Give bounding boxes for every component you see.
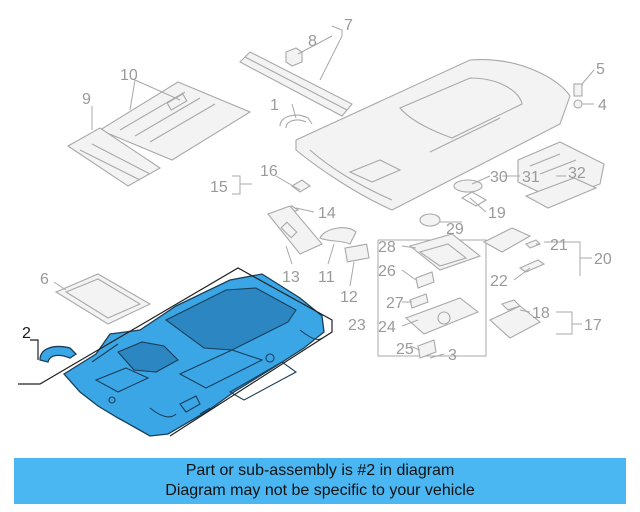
part-11-handle — [319, 227, 357, 245]
part-19-bracket — [460, 191, 488, 207]
part-20-lamp-group — [482, 227, 546, 273]
callout-29: 29 — [446, 221, 464, 238]
callout-1: 1 — [270, 97, 279, 114]
callout-5: 5 — [596, 61, 605, 78]
part-17-lamp — [489, 299, 541, 339]
callout-32: 32 — [568, 165, 586, 182]
leader-lines — [53, 25, 595, 359]
callout-10: 10 — [120, 67, 138, 84]
part-2-headliner — [63, 273, 325, 437]
part-9-pad — [66, 127, 162, 187]
callout-14: 14 — [318, 205, 336, 222]
callout-30: 30 — [490, 169, 508, 186]
part-8-clip — [285, 47, 303, 67]
info-banner: Part or sub-assembly is #2 in diagram Di… — [14, 458, 626, 504]
callout-24: 24 — [378, 319, 396, 336]
callout-9: 9 — [82, 91, 91, 108]
part-2-handle — [39, 345, 78, 363]
part-6-seal — [54, 273, 152, 325]
callout-8: 8 — [308, 33, 317, 50]
callout-31: 31 — [522, 169, 540, 186]
callout-23: 23 — [348, 317, 366, 334]
part-2-frame — [18, 267, 333, 437]
callout-6: 6 — [40, 271, 49, 288]
callout-25: 25 — [396, 341, 414, 358]
callout-18: 18 — [532, 305, 550, 322]
callout-13: 13 — [282, 269, 300, 286]
callout-22: 22 — [490, 273, 508, 290]
callout-16: 16 — [260, 163, 278, 180]
callout-3: 3 — [448, 347, 457, 364]
roof-headliner-outline — [295, 59, 571, 211]
part-2-frame-left — [30, 339, 39, 360]
part-29-clip — [419, 213, 441, 227]
callout-15: 15 — [210, 179, 228, 196]
banner-line-2: Diagram may not be specific to your vehi… — [165, 482, 475, 499]
callout-26: 26 — [378, 263, 396, 280]
parts-diagram: 1 2 3 4 5 6 7 8 9 10 11 12 13 14 15 16 1… — [18, 17, 612, 437]
callout-12: 12 — [340, 289, 358, 306]
callout-2[interactable]: 2 — [22, 325, 31, 342]
callout-7: 7 — [344, 17, 353, 34]
part-13-visor — [267, 205, 323, 255]
callout-4: 4 — [598, 97, 607, 114]
part-1-handle — [279, 114, 313, 129]
callout-27: 27 — [386, 295, 404, 312]
callout-28: 28 — [378, 239, 396, 256]
part-10-pad — [98, 81, 252, 161]
part-31-32-console — [517, 141, 605, 209]
banner-line-1: Part or sub-assembly is #2 in diagram — [185, 462, 455, 479]
part-23-console-group — [377, 233, 487, 359]
callout-labels: 1 2 3 4 5 6 7 8 9 10 11 12 13 14 15 16 1… — [22, 17, 612, 364]
callout-19: 19 — [488, 205, 506, 222]
callout-21: 21 — [550, 237, 568, 254]
callout-11: 11 — [318, 269, 335, 286]
callout-17: 17 — [584, 317, 602, 334]
part-7-strip — [239, 51, 353, 117]
part-4-5-clips — [573, 83, 583, 109]
callout-20: 20 — [594, 251, 612, 268]
part-12-block — [344, 243, 370, 263]
part-16-hook — [291, 179, 311, 193]
